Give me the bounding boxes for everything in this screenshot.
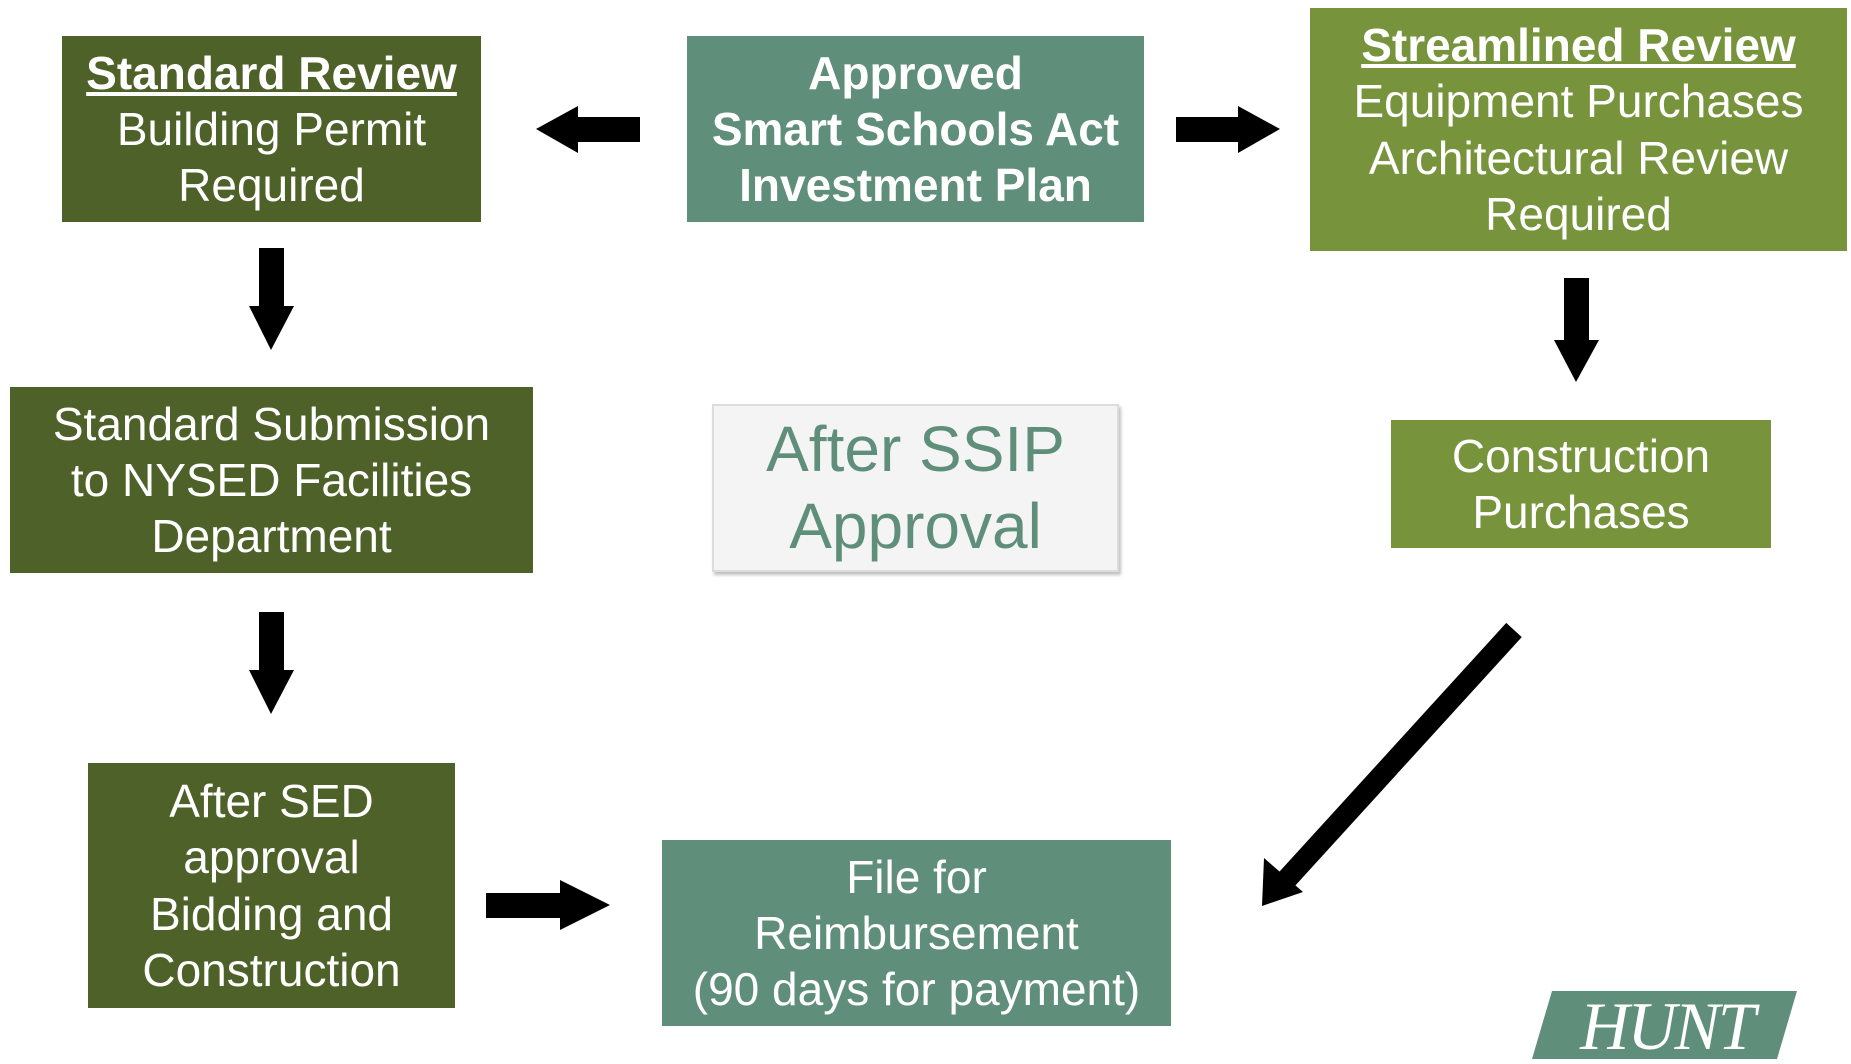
reimbursement-line-2: Reimbursement	[754, 906, 1079, 959]
streamlined-review-line-3: Required	[1485, 187, 1672, 240]
submission-line-2: to NYSED Facilities	[70, 453, 473, 506]
standard-review-box: Standard Review Building Permit Required	[62, 36, 481, 222]
construction-purchases-box: Construction Purchases	[1391, 420, 1771, 548]
bidding-line-1: After SED	[169, 775, 374, 828]
bidding-line-4: Construction	[142, 943, 401, 996]
arrow-submission-to-bidding	[249, 612, 294, 714]
standard-review-heading: Standard Review	[86, 46, 457, 99]
arrow-standard-review-to-submission	[249, 248, 294, 350]
hunt-logo-text: HUNT	[1580, 988, 1755, 1064]
streamlined-review-line-2: Architectural Review	[1368, 131, 1789, 184]
after-ssip-approval-label: After SSIP Approval	[712, 404, 1119, 572]
arrow-construction-purchases-to-reimbursement	[1262, 622, 1522, 906]
arrow-ssip-to-standard-review	[536, 106, 640, 153]
streamlined-review-line-1: Equipment Purchases	[1353, 75, 1804, 128]
standard-submission-box: Standard Submission to NYSED Facilities …	[10, 387, 533, 573]
hunt-logo	[1532, 991, 1797, 1059]
streamlined-review-box: Streamlined Review Equipment Purchases A…	[1310, 8, 1847, 251]
after-ssip-line-2: Approval	[789, 490, 1042, 562]
ssip-line-1: Approved	[808, 46, 1023, 99]
reimbursement-line-1: File for	[846, 850, 987, 903]
submission-line-3: Department	[151, 510, 392, 563]
standard-review-line-1: Building Permit	[116, 102, 427, 155]
construction-purchases-line-1: Construction	[1451, 429, 1711, 482]
ssip-line-3: Investment Plan	[739, 159, 1092, 212]
construction-purchases-line-2: Purchases	[1472, 486, 1690, 538]
approved-ssip-box: Approved Smart Schools Act Investment Pl…	[687, 36, 1144, 222]
arrow-ssip-to-streamlined-review	[1176, 106, 1280, 153]
ssip-line-2: Smart Schools Act	[711, 102, 1120, 155]
bidding-construction-box: After SED approval Bidding and Construct…	[88, 763, 455, 1008]
reimbursement-line-3: (90 days for payment)	[692, 963, 1141, 1016]
file-reimbursement-box: File for Reimbursement (90 days for paym…	[662, 840, 1171, 1026]
standard-review-line-2: Required	[178, 159, 365, 212]
arrow-bidding-to-reimbursement	[486, 880, 610, 930]
submission-line-1: Standard Submission	[52, 397, 491, 450]
bidding-line-3: Bidding and	[150, 887, 393, 940]
bidding-line-2: approval	[183, 831, 360, 884]
streamlined-review-heading: Streamlined Review	[1361, 19, 1796, 72]
after-ssip-line-1: After SSIP	[766, 413, 1065, 486]
arrow-streamlined-to-construction-purchases	[1554, 278, 1599, 382]
